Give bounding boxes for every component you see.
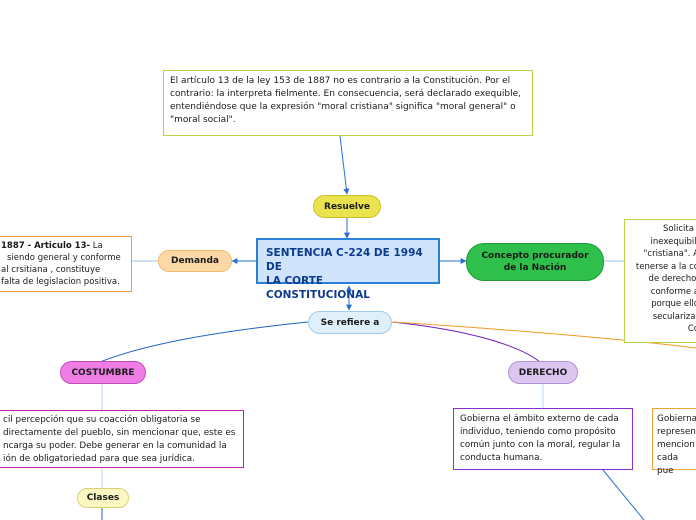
derecho-note: Gobierna el ámbito externo de cada indiv… [453, 408, 633, 470]
central-topic[interactable]: SENTENCIA C-224 DE 1994 DE LA CORTE CONS… [256, 238, 440, 301]
derecho-note-line: Gobierna el ámbito externo de cada [460, 414, 619, 424]
concepto-note-line: porque ello [651, 299, 696, 309]
line-serefiere-to-derecho [391, 321, 541, 363]
right-note-line: represen [657, 427, 696, 437]
concepto-note-line: tenerse a la co [635, 261, 696, 272]
resuelve-note-line: "moral social". [170, 115, 236, 125]
demanda-note: 1887 - Articulo 13- La siendo general y … [0, 236, 132, 292]
resuelve-note: El artículo 13 de la ley 153 de 1887 no … [163, 70, 533, 136]
resuelve-note-line: entendiéndose que la expresión "moral cr… [170, 102, 516, 112]
right-note: Gobierna represen mencion cada pue [652, 408, 696, 476]
line-serefiere-to-costumbre [99, 321, 309, 363]
resuelve-node[interactable]: Resuelve [313, 195, 381, 218]
costumbre-note-line: directamente del pueblo, sin mencionar q… [3, 428, 236, 438]
derecho-note-line: conducta humana. [460, 453, 543, 463]
costumbre-node[interactable]: COSTUMBRE [60, 361, 146, 384]
resuelve-note-line: El artículo 13 de la ley 153 de 1887 no … [170, 76, 511, 86]
derecho-label: DERECHO [518, 367, 568, 378]
right-note-line: Gobierna [657, 414, 696, 424]
concepto-note: Solicita l inexequibili "cristiana". A t… [624, 219, 696, 343]
demanda-note-line: falta de legislacion positiva. [1, 277, 120, 287]
concepto-label: Concepto procurador [481, 251, 589, 261]
resuelve-note-line: contrario: la interpreta fielmente. En c… [170, 89, 522, 99]
demanda-note-bold: 1887 - Articulo 13- [1, 241, 91, 251]
right-note-line: mencion [657, 440, 695, 450]
central-topic-line: LA CORTE CONSTITUCIONAL [266, 275, 370, 301]
concepto-note-line: "cristiana". A [643, 249, 696, 259]
derecho-node[interactable]: DERECHO [508, 361, 578, 384]
line-serefiere-to-right [391, 321, 696, 349]
costumbre-note: cil percepción que su coacción obligator… [0, 410, 244, 468]
concepto-node[interactable]: Concepto procurador de la Nación [466, 243, 604, 281]
costumbre-note-line: ión de obligatoriedad para que sea juríd… [3, 454, 195, 464]
costumbre-note-line: ncarga su poder. Debe generar en la comu… [3, 441, 227, 451]
concepto-note-line: de derecho, [648, 274, 696, 284]
concepto-note-line: Co [687, 324, 696, 334]
demanda-label: Demanda [171, 256, 219, 266]
costumbre-label: COSTUMBRE [71, 367, 135, 378]
clases-label: Clases [86, 493, 120, 503]
derecho-note-line: individuo, teniendo como propósito [460, 427, 616, 437]
demanda-note-line: siendo general y conforme [7, 253, 121, 263]
demanda-note-rest: La [90, 241, 103, 251]
demanda-note-line: al crsitiana , constituye [1, 265, 101, 275]
line-note-to-resuelve [339, 135, 350, 195]
se-refiere-label: Se refiere a [320, 317, 380, 328]
right-note-line: cada pue [657, 453, 679, 476]
concepto-label: de la Nación [503, 263, 567, 273]
clases-node[interactable]: Clases [77, 488, 129, 508]
concepto-note-line: secularizar [652, 311, 696, 322]
demanda-node[interactable]: Demanda [158, 250, 232, 272]
se-refiere-node[interactable]: Se refiere a [308, 311, 392, 334]
central-topic-line: SENTENCIA C-224 DE 1994 DE [266, 247, 423, 273]
costumbre-note-line: cil percepción que su coacción obligator… [3, 415, 201, 425]
resuelve-label: Resuelve [324, 201, 370, 212]
concepto-note-line: Solicita l [663, 224, 696, 234]
concepto-note-line: conforme a [650, 286, 696, 297]
derecho-note-line: común junto con la moral, regular la [460, 440, 621, 450]
concepto-note-line: inexequibili [650, 236, 696, 247]
